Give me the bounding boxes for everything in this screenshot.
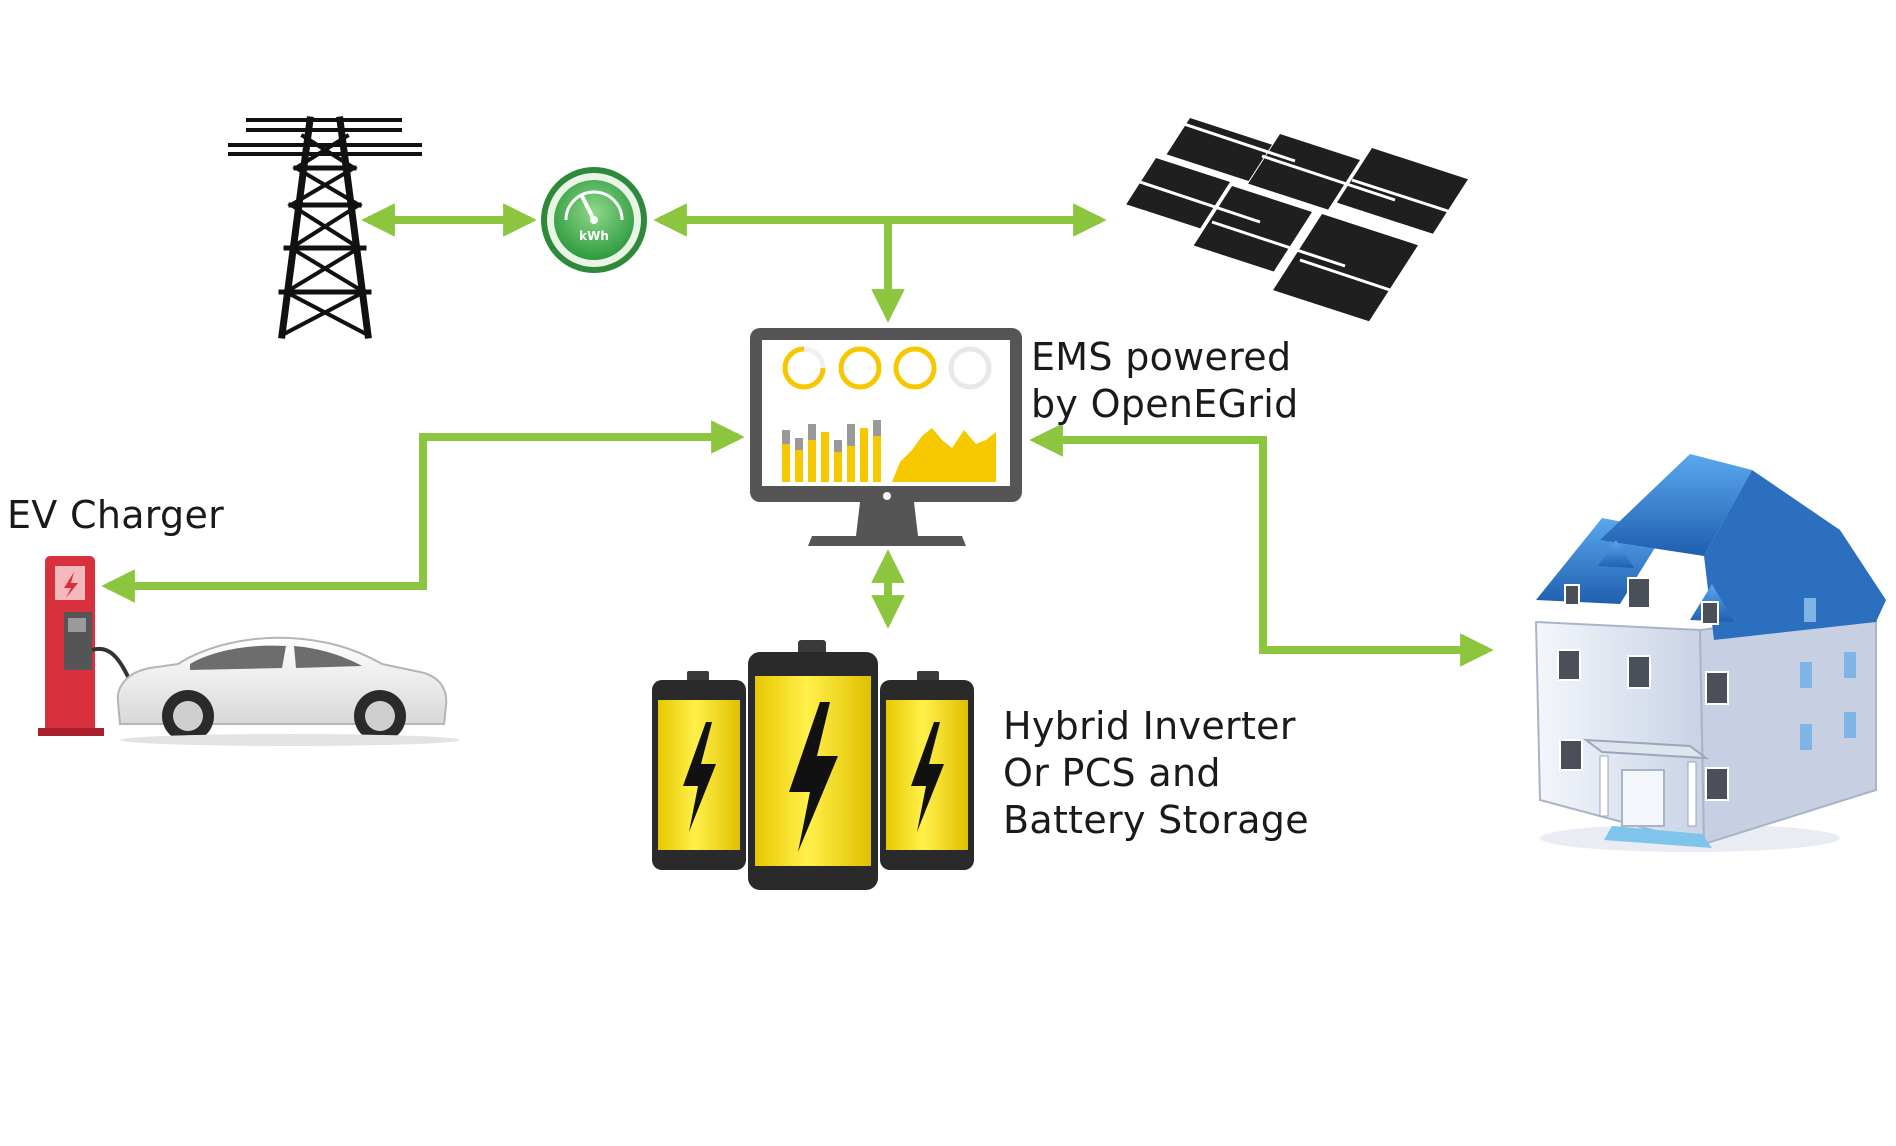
ems-label: EMS powered by OpenEGrid — [1031, 334, 1299, 428]
battery-label-line-1: Hybrid Inverter — [1003, 704, 1296, 748]
ems-gauge-2 — [838, 346, 882, 390]
ems-gauge-3 — [893, 346, 937, 390]
ems-label-line-2: by OpenEGrid — [1031, 382, 1299, 426]
connectors — [101, 203, 1494, 667]
electric-car-icon — [116, 636, 460, 746]
ems-ev-arrow — [101, 420, 745, 603]
ev-charger-label: EV Charger — [7, 492, 224, 539]
ems-label-line-1: EMS powered — [1031, 335, 1292, 379]
ems-gauge-4 — [948, 346, 992, 390]
ems-monitor-icon — [750, 328, 1022, 546]
kwh-meter-label: kWh — [579, 229, 609, 243]
ev-charger-label-text: EV Charger — [7, 493, 225, 537]
solar-panels-icon — [1126, 118, 1501, 322]
battery-pack-icon — [652, 640, 974, 890]
ems-area-chart — [892, 428, 996, 482]
battery-label: Hybrid Inverter Or PCS and Battery Stora… — [1003, 703, 1309, 844]
house-icon — [1534, 454, 1886, 852]
battery-right — [880, 671, 974, 870]
ems-house-arrow — [1029, 423, 1494, 667]
battery-label-line-3: Battery Storage — [1003, 798, 1309, 842]
transmission-tower-icon — [228, 116, 422, 339]
battery-label-line-2: Or PCS and — [1003, 751, 1221, 795]
ems-bar-chart — [782, 420, 881, 482]
battery-center — [748, 640, 878, 890]
kwh-meter-icon: kWh — [541, 167, 647, 273]
battery-left — [652, 671, 746, 870]
